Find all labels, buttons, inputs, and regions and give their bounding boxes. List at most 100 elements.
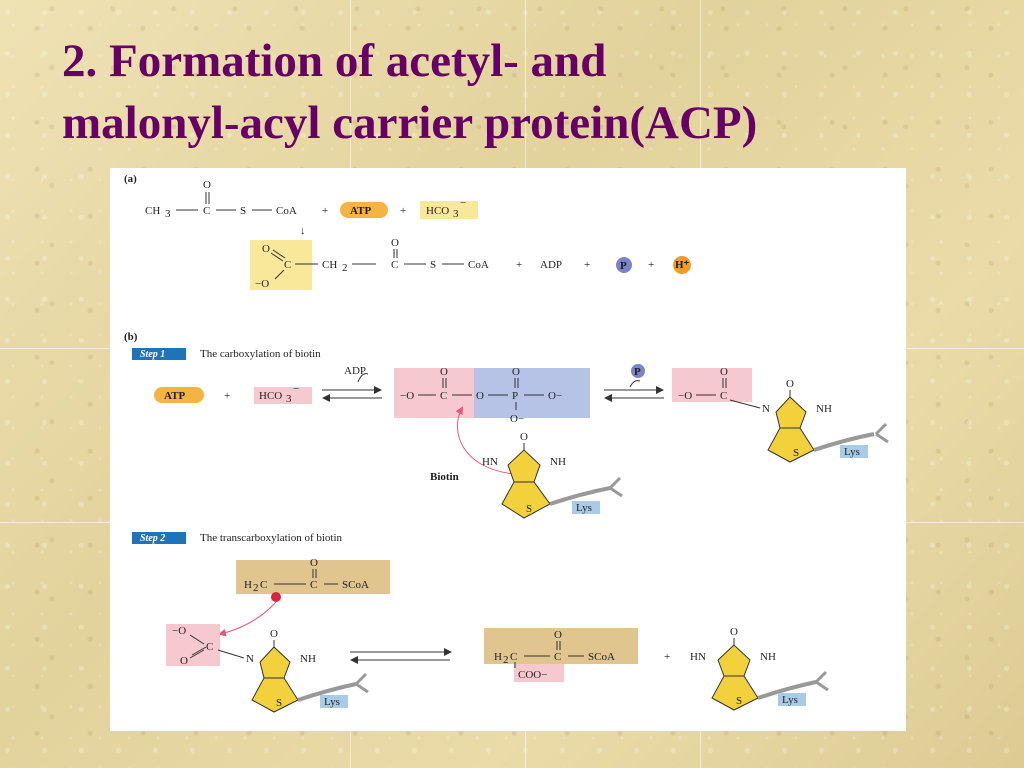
svg-text:NH: NH [300,653,316,665]
svg-text:CoA: CoA [276,205,297,217]
svg-text:3: 3 [165,208,171,220]
atp-badge-a [340,202,388,218]
lys-box-2 [572,501,600,514]
svg-text:C: C [203,205,210,217]
reaction-arrow-a: ↓ [300,225,306,237]
svg-text:O: O [520,431,528,443]
svg-text:COO−: COO− [518,669,547,681]
svg-text:P: P [634,366,641,378]
svg-text:NH: NH [816,403,832,415]
svg-text:C: C [440,390,447,402]
carboxybiotin-step1: −O C O N O NH S Lys [678,366,889,463]
biotin-step2: HN O NH S Lys [690,626,829,711]
svg-text:NH: NH [550,456,566,468]
reaction-diagram: (a) CH 3 C O S CoA + ATP + HCO 3 − ↓ O C… [124,173,889,713]
carbanion-attack-arrow [218,601,277,637]
adp-label-a: ADP [540,259,562,271]
carboxyl-box-d [166,624,220,666]
slide-title: 2. Formation of acetyl- and malonyl-acyl… [62,30,1002,154]
svg-text:C: C [391,259,398,271]
svg-text:O: O [203,179,211,191]
svg-text:O: O [391,237,399,249]
svg-text:O: O [440,366,448,378]
svg-text:SCoA: SCoA [588,651,615,663]
svg-text:O: O [180,655,188,667]
svg-text:C: C [260,579,267,591]
step2-description: The transcarboxylation of biotin [200,532,343,544]
svg-text:+: + [224,390,230,402]
svg-text:HN: HN [482,456,498,468]
step1-description: The carboxylation of biotin [200,348,321,360]
hco3-box-b [254,387,312,404]
imidazolidone-ring [775,396,807,429]
svg-text:SCoA: SCoA [342,579,369,591]
svg-text:C: C [284,259,291,271]
malonyl-coa: O C −O CH 2 C O S CoA [255,237,489,290]
svg-text:Lys: Lys [324,696,340,708]
svg-text:+: + [400,205,406,217]
svg-text:3: 3 [453,208,459,220]
malonyl-coa-step2: H 2 C C O SCoA COO− [494,629,615,681]
thiophane-ring [767,427,815,463]
title-line-1: 2. Formation of acetyl- and [62,35,607,87]
svg-text:−O: −O [400,390,414,402]
svg-text:HN: HN [690,651,706,663]
carboxyl-box-c [672,368,752,402]
svg-text:N: N [246,653,254,665]
svg-text:CH: CH [322,259,337,271]
hco3-box-a [420,201,478,219]
svg-text:+: + [584,259,590,271]
svg-text:O: O [270,628,278,640]
svg-text:+: + [322,205,328,217]
svg-text:C: C [206,641,213,653]
svg-text:O−: O− [548,390,562,402]
svg-text:Lys: Lys [576,502,592,514]
svg-text:CoA: CoA [468,259,489,271]
svg-text:S: S [736,695,742,707]
svg-text:O: O [512,366,520,378]
svg-text:−: − [460,197,466,209]
svg-text:+: + [516,259,522,271]
svg-text:O: O [476,390,484,402]
svg-text:−O: −O [172,625,186,637]
svg-text:S: S [276,697,282,709]
phosphate-circle-a [616,257,632,273]
carbanion-marker [271,592,281,602]
svg-text:P: P [620,260,627,272]
phosphate-circle-b [631,364,645,378]
svg-text:2: 2 [253,582,259,594]
coo-box [514,664,564,682]
acetyl-coa-step2: H 2 C C O SCoA [244,557,369,594]
svg-text:O: O [786,378,794,390]
lys-box-1 [840,445,868,458]
atp-label-a: ATP [350,205,371,217]
svg-text:O: O [262,243,270,255]
svg-text:C: C [720,390,727,402]
atp-badge-b [154,387,204,403]
nucleophilic-attack-arrow [455,406,515,475]
svg-text:Step 2: Step 2 [140,533,165,544]
svg-text:S: S [793,447,799,459]
svg-text:H⁺: H⁺ [675,259,690,271]
svg-text:S: S [526,503,532,515]
svg-text:ATP: ATP [164,390,185,402]
svg-text:C: C [510,651,517,663]
title-line-2: malonyl-acyl carrier protein(ACP) [62,97,758,149]
svg-text:−O: −O [255,278,269,290]
svg-text:S: S [240,205,246,217]
proton-circle-a [673,256,691,274]
svg-text:O: O [310,557,318,569]
svg-text:S: S [430,259,436,271]
svg-text:O−: O− [510,413,524,425]
part-b-label: (b) [124,331,138,343]
svg-text:O: O [554,629,562,641]
svg-text:HCO: HCO [259,390,282,402]
svg-text:−O: −O [678,390,692,402]
adp-label-b: ADP [344,365,366,377]
carboxyphosphate: −O C O O P O O− O− [400,366,562,425]
acetyl-coa: CH 3 C O S CoA [145,179,297,220]
part-a-label: (a) [124,173,137,185]
svg-text:HCO: HCO [426,205,449,217]
step2-badge [132,532,186,544]
svg-text:Lys: Lys [844,446,860,458]
